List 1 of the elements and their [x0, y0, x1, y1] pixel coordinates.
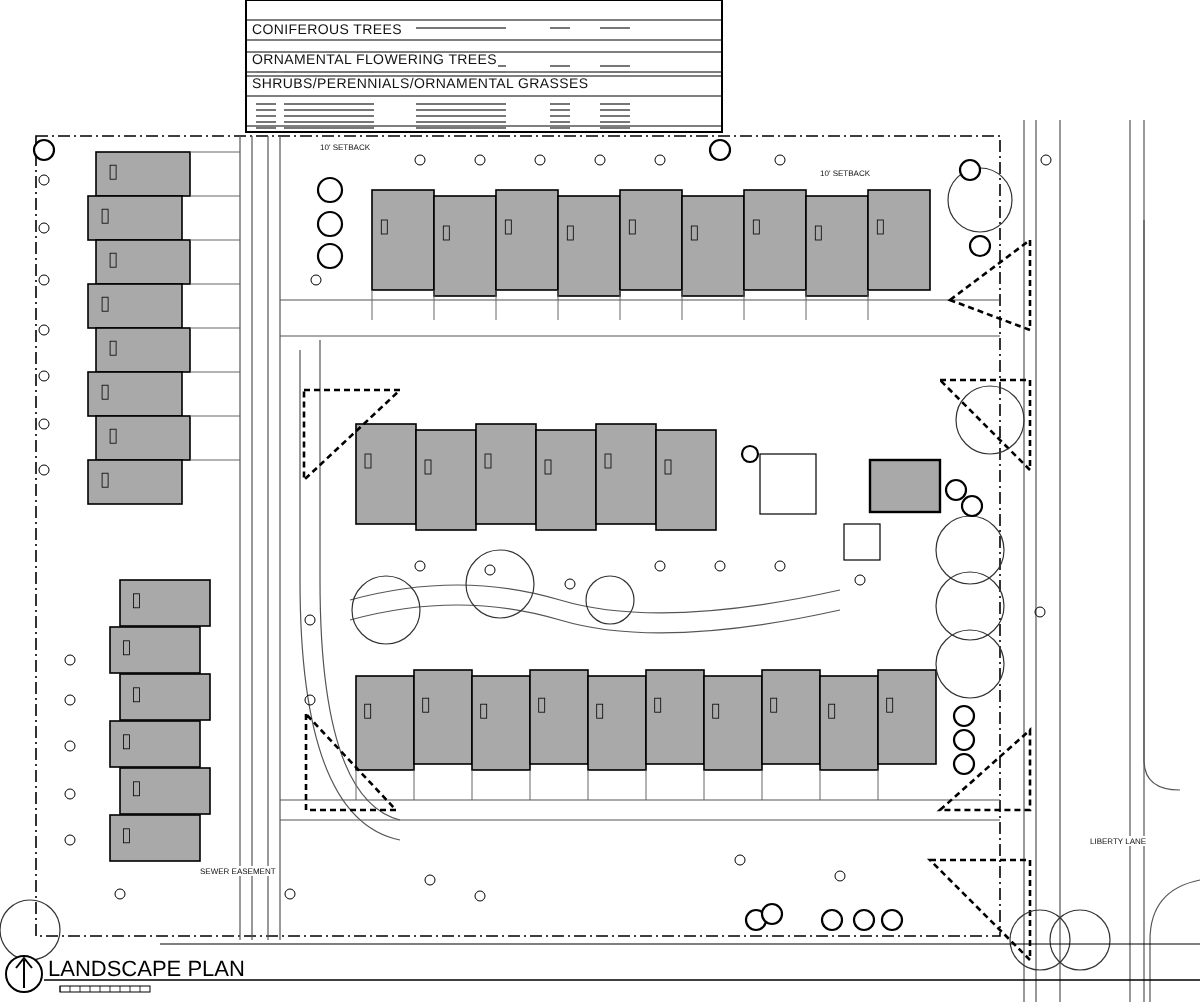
drawing-title: LANDSCAPE PLAN [48, 958, 245, 982]
